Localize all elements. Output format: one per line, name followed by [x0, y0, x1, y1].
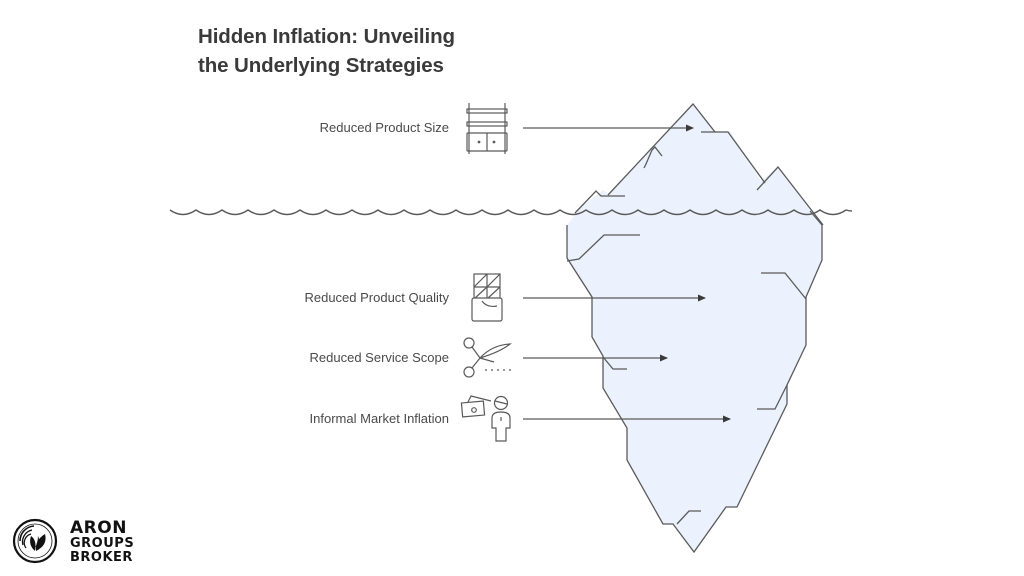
label-reduced-service-scope: Reduced Service Scope — [309, 350, 449, 365]
water-line — [169, 209, 853, 216]
logo-wordmark: ARON GROUPS BROKER — [70, 520, 134, 565]
iceberg-tip — [574, 103, 824, 226]
cash-and-person-icon — [460, 395, 511, 442]
scissors-icon — [463, 337, 512, 378]
title-line-1: Hidden Inflation: Unveiling — [198, 25, 455, 48]
chocolate-bar-icon — [471, 273, 503, 322]
brand-logo: ARON GROUPS BROKER — [62, 520, 134, 565]
label-reduced-product-quality: Reduced Product Quality — [304, 290, 449, 305]
shelf-cabinet-icon — [466, 103, 508, 154]
logo-line-3: BROKER — [70, 550, 133, 565]
logo-line-2: GROUPS — [70, 536, 135, 551]
iceberg-body — [566, 210, 823, 554]
leaf-circle-logo-icon — [12, 518, 58, 564]
label-informal-market-inflation: Informal Market Inflation — [309, 411, 449, 426]
logo-line-1: ARON — [70, 518, 127, 538]
diagram-title: Hidden Inflation: Unveiling the Underlyi… — [198, 22, 455, 80]
title-line-2: the Underlying Strategies — [198, 54, 444, 77]
label-reduced-product-size: Reduced Product Size — [319, 120, 449, 135]
